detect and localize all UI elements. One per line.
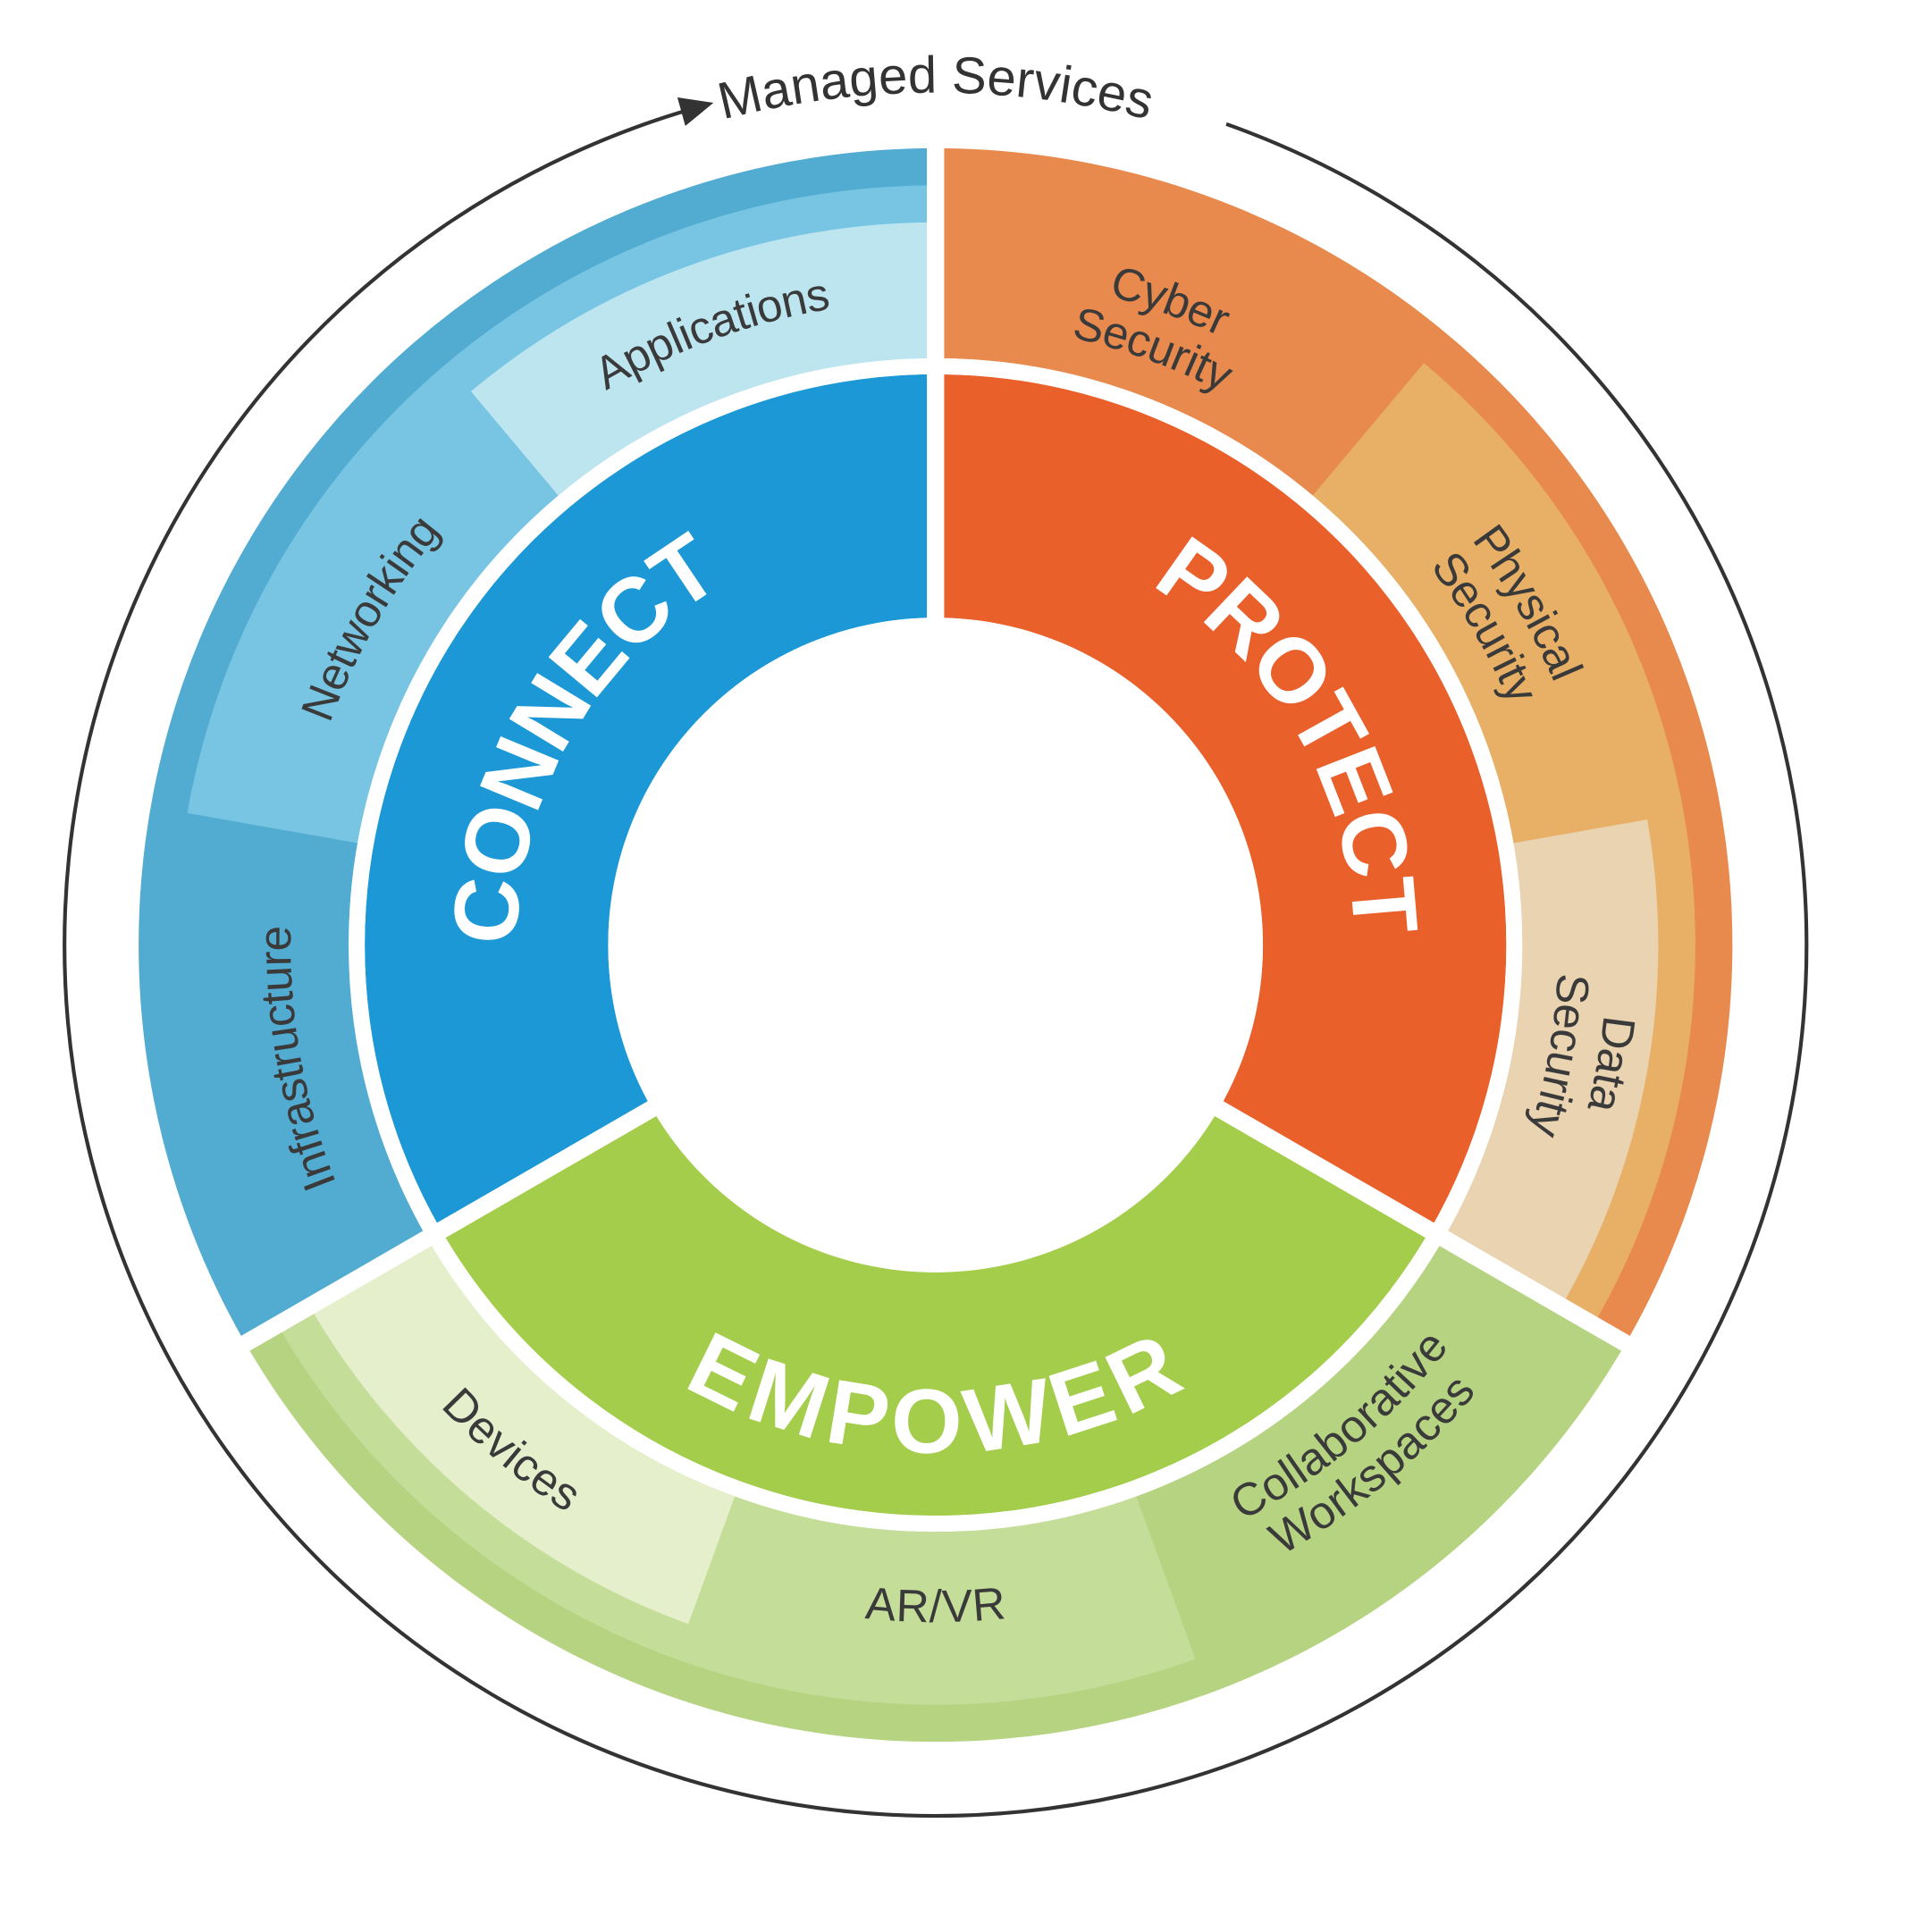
protect-pillar-segment [935,374,1507,1231]
protect-data-security-segment [1443,819,1659,1306]
pillar-divider [1212,1099,1646,1361]
wheel-sectors [139,130,1733,1743]
connect-applications-segment [470,222,936,496]
ar-vr-label: AR/VR [863,1577,1007,1632]
pillar-divider [224,1099,659,1361]
empower-pillar-segment [441,1108,1430,1516]
connect-pillar-segment [365,374,936,1231]
connect-infrastructure-segment [139,147,936,1344]
ring-gap [349,357,1523,1533]
center-hole [608,617,1264,1273]
managed-services-arrow-arc [63,97,1809,1819]
empower-devices-segment [309,1238,736,1625]
managed-services-title: Managed Services [712,46,1159,131]
